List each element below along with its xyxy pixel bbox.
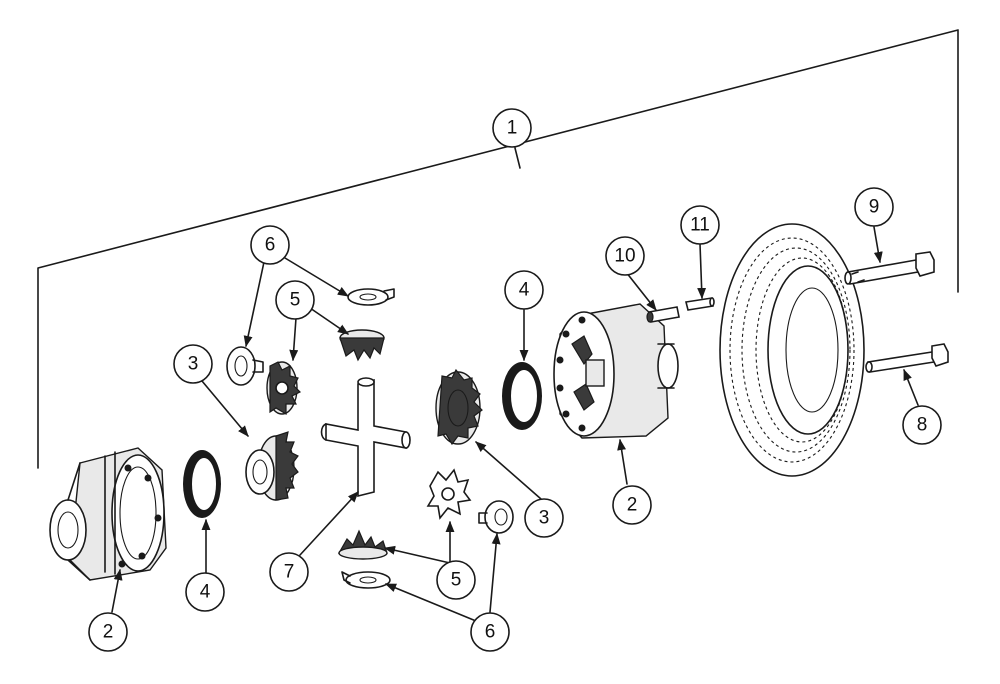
callout-2-left: 2	[88, 612, 128, 652]
callout-3-left: 3	[173, 344, 213, 384]
side-gear-left	[245, 431, 299, 501]
ring-gear	[719, 223, 865, 477]
callout-6-lower: 6	[470, 612, 510, 652]
callout-11-label: 11	[690, 215, 710, 236]
callout-5-upper: 5	[275, 280, 315, 320]
thrust-washer-right	[502, 362, 542, 430]
assembly-bracket	[37, 29, 959, 469]
callout-2-right: 2	[612, 485, 652, 525]
spider-cross	[320, 377, 411, 498]
thrust-washer-left	[183, 450, 221, 518]
case-half-right	[553, 303, 679, 439]
callout-3-right: 3	[524, 498, 564, 538]
callout-8: 8	[902, 405, 942, 445]
callout-4-right: 4	[504, 270, 544, 310]
case-half-left	[49, 447, 167, 581]
pinion-washer-upper-top	[347, 288, 395, 306]
callout-9: 9	[854, 187, 894, 227]
callout-2-left-label: 2	[103, 622, 114, 643]
callout-2-right-label: 2	[627, 495, 638, 516]
callout-11: 11	[680, 205, 720, 245]
pinion-washer-upper-left	[226, 346, 264, 386]
callout-9-label: 9	[869, 197, 880, 218]
callout-3-right-label: 3	[539, 508, 550, 529]
callout-5-upper-label: 5	[290, 290, 301, 311]
callout-5-lower: 5	[436, 560, 476, 600]
side-gear-right	[435, 368, 483, 446]
pin-10	[646, 306, 680, 323]
pinion-gear-upper-top	[339, 329, 385, 362]
pinion-washer-lower-right	[478, 500, 514, 534]
pinion-gear-upper-left	[266, 361, 302, 416]
callout-7: 7	[269, 552, 309, 592]
callout-8-label: 8	[917, 415, 928, 436]
callout-1: 1	[492, 108, 532, 148]
bolt-8	[865, 343, 949, 373]
callout-6-upper: 6	[250, 225, 290, 265]
callout-5-lower-label: 5	[451, 570, 462, 591]
pinion-washer-lower-bottom	[341, 571, 391, 589]
callout-4-left-label: 4	[200, 582, 211, 603]
callout-1-label: 1	[507, 118, 518, 139]
callout-10-label: 10	[614, 246, 635, 267]
callout-10: 10	[605, 236, 645, 276]
callout-3-left-label: 3	[188, 354, 199, 375]
leader-lines	[111, 147, 919, 622]
callout-7-label: 7	[284, 562, 295, 583]
pinion-gear-lower-mid	[426, 468, 472, 520]
callout-4-left: 4	[185, 572, 225, 612]
bolt-9	[844, 251, 935, 285]
callout-6-lower-label: 6	[485, 622, 496, 643]
pin-11	[685, 297, 715, 311]
callout-6-upper-label: 6	[265, 235, 276, 256]
pinion-gear-lower-bottom	[337, 529, 388, 560]
callout-4-right-label: 4	[519, 280, 530, 301]
